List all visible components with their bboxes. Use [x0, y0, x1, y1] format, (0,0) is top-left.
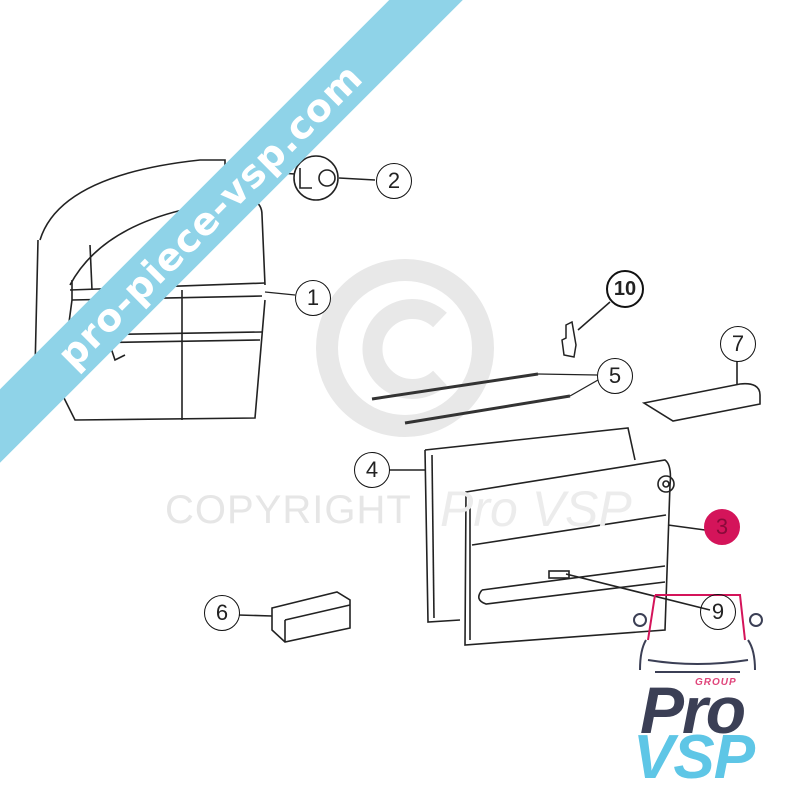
callout-6[interactable]: 6 — [204, 595, 240, 631]
part-3-door-panel — [464, 459, 711, 646]
part-5-strips — [371, 372, 571, 425]
callout-3[interactable]: 3 — [704, 509, 740, 545]
callout-5[interactable]: 5 — [597, 358, 633, 394]
part-4-door-seal — [388, 427, 636, 623]
callout-4[interactable]: 4 — [354, 452, 390, 488]
callout-2[interactable]: 2 — [376, 163, 412, 199]
part-7-trim — [641, 360, 761, 422]
logo-group-text: GROUP — [695, 677, 737, 688]
part-6-box — [237, 591, 351, 643]
copyright-watermark-icon — [316, 259, 494, 437]
logo-car-icon — [633, 594, 763, 673]
callout-7[interactable]: 7 — [720, 326, 756, 362]
brand-watermark-text: Pro VSP — [440, 481, 632, 537]
part-10-clip — [561, 301, 611, 358]
callout-1[interactable]: 1 — [295, 280, 331, 316]
callout-9[interactable]: 9 — [700, 594, 736, 630]
logo-vsp-text: VSP — [633, 723, 755, 792]
provsp-logo: GROUP Pro VSP — [615, 580, 785, 792]
callout-10[interactable]: 10 — [606, 270, 644, 308]
logo-pro-text: Pro — [640, 673, 746, 747]
copyright-watermark-text: COPYRIGHT — [165, 488, 412, 532]
